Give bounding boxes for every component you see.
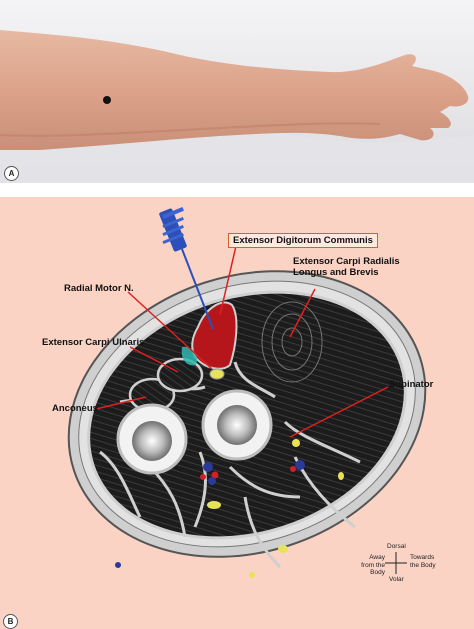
edc-muscle-highlight — [191, 301, 238, 370]
compass-dorsal: Dorsal — [387, 543, 406, 550]
radial-motor-nerve — [209, 368, 225, 380]
label-extensor-carpi-radialis: Extensor Carpi Radialis Longus and Brevi… — [293, 256, 400, 278]
cross-section-panel: B Extensor Digitorum Communis Extensor C… — [0, 197, 474, 629]
label-radial-motor-nerve: Radial Motor N. — [64, 283, 134, 294]
leader-lines — [95, 245, 389, 438]
label-supinator: Supinator — [389, 379, 434, 390]
forearm — [0, 30, 469, 150]
label-extensor-carpi-ulnaris: Extensor Carpi Ulnaris — [42, 337, 145, 348]
neurovascular-bundle — [115, 439, 344, 578]
ecrl-whorl — [261, 301, 323, 383]
arm-photo — [0, 0, 474, 183]
label-extensor-digitorum-communis: Extensor Digitorum Communis — [228, 233, 378, 248]
compass-volar: Volar — [389, 576, 404, 583]
compass-away-from-body: Away from the Body — [361, 554, 385, 576]
needle — [159, 207, 214, 330]
orientation-compass — [385, 552, 407, 574]
radius-bone — [201, 389, 273, 461]
compass-towards-body: Towards the Body — [410, 554, 436, 569]
label-anconeus: Anconeus — [52, 403, 98, 414]
arm-photo-panel: A — [0, 0, 474, 183]
panel-a-badge: A — [4, 166, 19, 181]
panel-b-badge: B — [3, 614, 18, 629]
ulna-bone — [116, 403, 188, 475]
injection-marker-dot — [103, 96, 111, 104]
forearm-cross-section — [67, 207, 427, 578]
